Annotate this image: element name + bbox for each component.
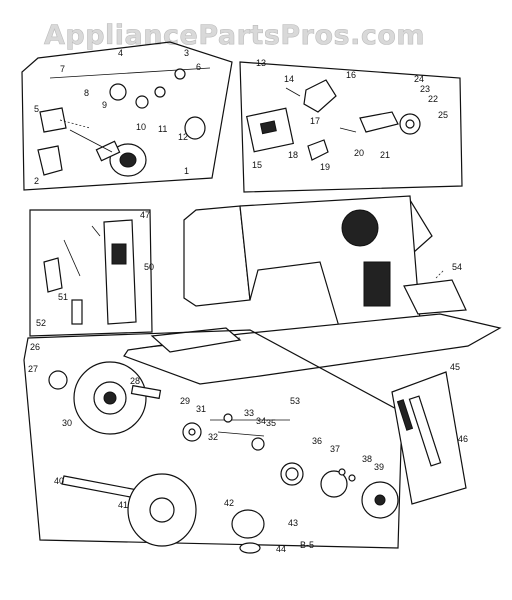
callout-39: 39 bbox=[374, 462, 384, 472]
callout-51: 51 bbox=[58, 292, 68, 302]
callout-7: 7 bbox=[60, 64, 65, 74]
callout-18: 18 bbox=[288, 150, 298, 160]
callout-9: 9 bbox=[102, 100, 107, 110]
group-panel-top-right bbox=[239, 61, 463, 193]
callout-2: 2 bbox=[34, 176, 39, 186]
callout-32: 32 bbox=[208, 432, 218, 442]
callout-23: 23 bbox=[420, 84, 430, 94]
callout-37: 37 bbox=[330, 444, 340, 454]
callout-1: 1 bbox=[184, 166, 189, 176]
callout-15: 15 bbox=[252, 160, 262, 170]
machine-body bbox=[123, 195, 502, 385]
group-panel-middle-left bbox=[29, 209, 153, 337]
callout-26: 26 bbox=[30, 342, 40, 352]
watermark-text: AppliancePartsPros.com bbox=[44, 20, 425, 51]
callout-17: 17 bbox=[310, 116, 320, 126]
callout-54: 54 bbox=[452, 262, 462, 272]
diagram-code-label: B-5 bbox=[300, 540, 314, 550]
callout-38: 38 bbox=[362, 454, 372, 464]
callout-52: 52 bbox=[36, 318, 46, 328]
callout-12: 12 bbox=[178, 132, 188, 142]
callout-50: 50 bbox=[144, 262, 154, 272]
callout-4: 4 bbox=[118, 48, 123, 58]
callout-29: 29 bbox=[180, 396, 190, 406]
callout-42: 42 bbox=[224, 498, 234, 508]
callout-34: 34 bbox=[256, 416, 266, 426]
group-panel-top-left bbox=[21, 41, 233, 191]
callout-25: 25 bbox=[438, 110, 448, 120]
callout-40: 40 bbox=[54, 476, 64, 486]
callout-53: 53 bbox=[290, 396, 300, 406]
callout-6: 6 bbox=[196, 62, 201, 72]
callout-19: 19 bbox=[320, 162, 330, 172]
callout-3: 3 bbox=[184, 48, 189, 58]
callout-45: 45 bbox=[450, 362, 460, 372]
callout-labels: 1 2 3 4 5 6 7 8 9 10 11 12 13 14 15 16 1… bbox=[28, 48, 468, 554]
callout-5: 5 bbox=[34, 104, 39, 114]
callout-20: 20 bbox=[354, 148, 364, 158]
callout-41: 41 bbox=[118, 500, 128, 510]
callout-28: 28 bbox=[130, 376, 140, 386]
callout-31: 31 bbox=[196, 404, 206, 414]
callout-36: 36 bbox=[312, 436, 322, 446]
callout-24: 24 bbox=[414, 74, 424, 84]
callout-44: 44 bbox=[276, 544, 286, 554]
callout-33: 33 bbox=[244, 408, 254, 418]
callout-16: 16 bbox=[346, 70, 356, 80]
callout-14: 14 bbox=[284, 74, 294, 84]
callout-11: 11 bbox=[158, 124, 167, 134]
callout-8: 8 bbox=[84, 88, 89, 98]
callout-10: 10 bbox=[136, 122, 146, 132]
callout-22: 22 bbox=[428, 94, 438, 104]
callout-21: 21 bbox=[380, 150, 390, 160]
callout-27: 27 bbox=[28, 364, 38, 374]
callout-46: 46 bbox=[458, 434, 468, 444]
callout-30: 30 bbox=[62, 418, 72, 428]
group-panel-bottom bbox=[23, 329, 403, 554]
group-panel-right-plate bbox=[391, 371, 467, 505]
callout-43: 43 bbox=[288, 518, 298, 528]
callout-13: 13 bbox=[256, 58, 266, 68]
callout-35: 35 bbox=[266, 418, 276, 428]
callout-47: 47 bbox=[140, 210, 150, 220]
